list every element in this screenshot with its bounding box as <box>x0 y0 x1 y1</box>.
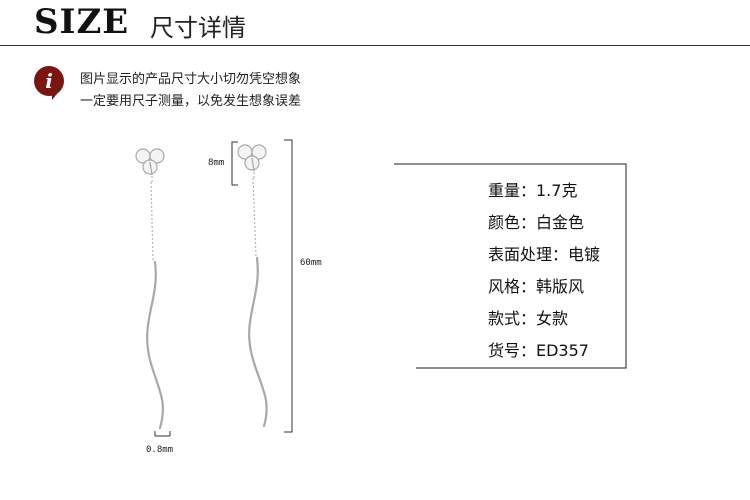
right-chain <box>252 172 257 257</box>
wire-dimension-bracket <box>154 431 171 437</box>
page-title: SIZE <box>34 2 130 42</box>
total-dimension-bracket <box>284 139 293 433</box>
spec-finish: 表面处理：电镀 <box>488 245 601 264</box>
spec-color: 颜色：白金色 <box>488 213 585 232</box>
left-chain <box>150 176 154 261</box>
right-earring <box>237 144 268 428</box>
page-subtitle: 尺寸详情 <box>150 14 246 42</box>
spec-gender: 款式：女款 <box>488 309 569 328</box>
charm-dimension-bracket <box>231 141 238 186</box>
total-length-label: 60mm <box>300 258 322 268</box>
notice-line-2: 一定要用尺子测量，以免发生想象误差 <box>80 94 302 109</box>
left-wave-bar <box>146 260 164 430</box>
wire-size-label: 0.8mm <box>146 445 174 455</box>
specs-panel: 重量：1.7克 颜色：白金色 表面处理：电镀 风格：韩版风 款式：女款 货号：E… <box>414 164 626 368</box>
spec-item-no: 货号：ED357 <box>488 341 589 360</box>
spec-weight: 重量：1.7克 <box>488 181 578 200</box>
header-divider <box>0 45 750 46</box>
info-icon: i <box>34 66 64 100</box>
right-wave-bar <box>248 256 268 428</box>
spec-style: 风格：韩版风 <box>488 277 585 296</box>
specs-box-frame <box>394 163 627 369</box>
left-clover-charm <box>135 148 165 176</box>
notice-line-1: 图片显示的产品尺寸大小切勿凭空想象 <box>80 72 302 87</box>
right-clover-charm <box>237 144 267 172</box>
left-earring <box>135 148 165 430</box>
charm-size-label: 8mm <box>208 158 225 168</box>
